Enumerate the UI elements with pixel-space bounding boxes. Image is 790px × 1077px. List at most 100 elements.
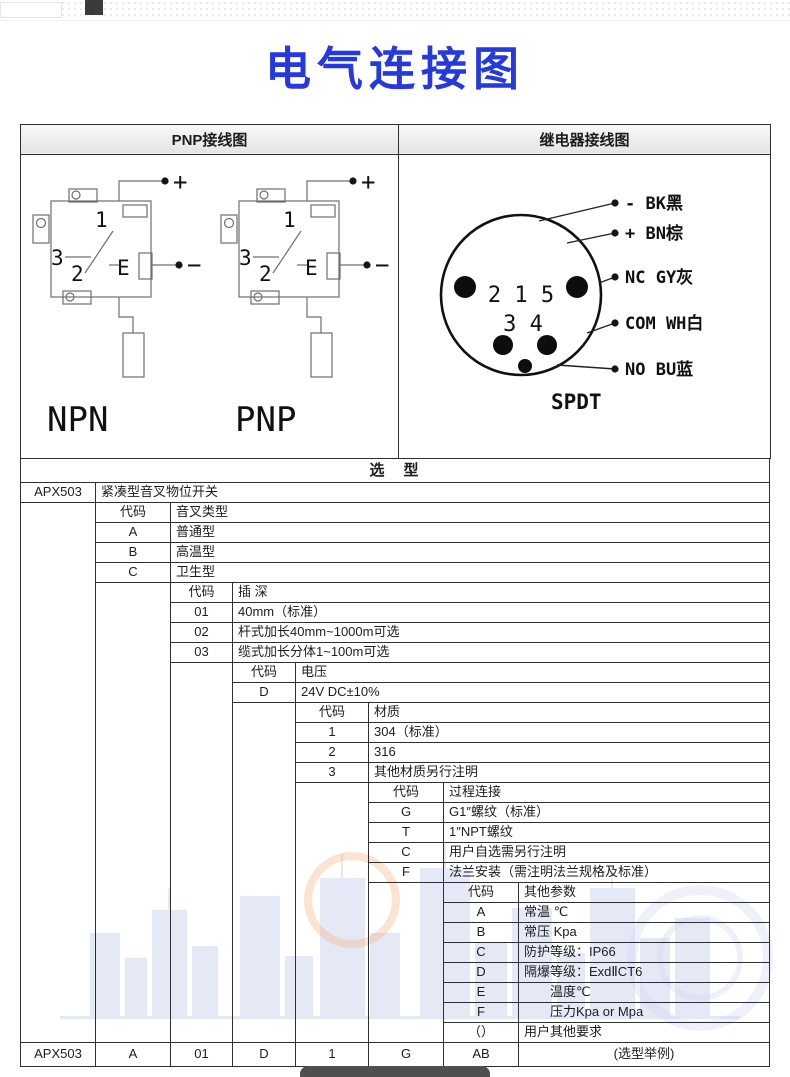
group2-header-row: 代码插 深 xyxy=(21,581,770,1043)
option-code: C xyxy=(95,561,171,583)
example-note: (选型举例) xyxy=(518,1041,770,1067)
wiring-body-row: 3 1 2 E + − NPN xyxy=(20,153,771,459)
terminal-label-bk: - BK黑 xyxy=(625,194,683,214)
option-code: 1 xyxy=(295,721,369,743)
option-row: E 温度℃ xyxy=(21,981,770,1003)
pnp-wiring-header: PNP接线图 xyxy=(20,123,399,155)
option-desc: 常压 Kpa xyxy=(518,921,770,943)
example-depth: 01 xyxy=(170,1041,233,1067)
group4-header-row: 代码材质 xyxy=(21,701,770,1043)
wiring-diagram-table: PNP接线图 继电器接线图 xyxy=(20,123,771,459)
terminal-label-bn: + BN棕 xyxy=(625,223,683,244)
option-desc: 1″NPT螺纹 xyxy=(443,821,770,843)
code-header: 代码 xyxy=(368,781,444,803)
connector-face xyxy=(439,213,603,377)
selection-title: 选 型 xyxy=(20,457,770,483)
npn-label: NPN xyxy=(47,400,108,440)
example-material: 1 xyxy=(295,1041,369,1067)
example-other: AB xyxy=(443,1041,519,1067)
option-desc: 其他材质另行注明 xyxy=(368,761,770,783)
option-code: A xyxy=(95,521,171,543)
group-label-other-parameters: 其他参数 xyxy=(518,881,770,903)
strip-dark-square xyxy=(85,0,103,15)
selection-title-row: 选 型 xyxy=(20,457,770,483)
top-decorative-strip xyxy=(0,0,790,21)
npn-pin-2: 2 xyxy=(71,262,84,286)
group1-header-row: 代码 音叉类型 xyxy=(20,501,770,1043)
group-label-fork-type: 音叉类型 xyxy=(170,501,770,523)
pnp-pin-e: E xyxy=(305,256,318,280)
pnp-label: PNP xyxy=(235,400,296,440)
spacer-cell xyxy=(20,501,96,1043)
option-desc: 40mm（标准） xyxy=(232,601,770,623)
npn-pin-3: 3 xyxy=(51,246,64,270)
connector-pin xyxy=(518,358,532,373)
option-code: 01 xyxy=(170,601,233,623)
code-header: 代码 xyxy=(443,881,519,903)
option-desc: 24V DC±10% xyxy=(295,681,770,703)
connector-pin xyxy=(566,275,588,298)
page-title: 电气连接图 xyxy=(265,43,525,95)
option-code: 3 xyxy=(295,761,369,783)
pin-numbers-row1: 2 1 5 xyxy=(488,283,554,308)
option-code: 03 xyxy=(170,641,233,663)
terminal-leads xyxy=(538,199,619,373)
pnp-plus-sign: + xyxy=(361,168,375,196)
relay-connector-schematic: 2 1 5 3 4 xyxy=(439,194,703,414)
pnp-pin-3: 3 xyxy=(239,246,252,270)
option-code: T xyxy=(368,821,444,843)
option-desc: 普通型 xyxy=(170,521,770,543)
option-code: C xyxy=(368,841,444,863)
group-label-insertion-depth: 插 深 xyxy=(232,581,770,603)
connector-pin xyxy=(493,334,513,355)
option-desc: 杆式加长40mm~1000m可选 xyxy=(232,621,770,643)
relay-wiring-header: 继电器接线图 xyxy=(398,123,771,155)
option-desc: 高温型 xyxy=(170,541,770,563)
option-row: （）用户其他要求 xyxy=(21,1021,770,1043)
option-desc: 防护等级：IP66 xyxy=(518,941,770,963)
code-header: 代码 xyxy=(295,701,369,723)
spacer-cell xyxy=(95,581,171,1043)
npn-pin-1: 1 xyxy=(95,208,108,232)
option-code: B xyxy=(443,921,519,943)
example-model: APX503 xyxy=(20,1041,96,1067)
pnp-pin-1: 1 xyxy=(283,208,296,232)
option-code: D xyxy=(443,961,519,983)
code-header: 代码 xyxy=(170,581,233,603)
connector-pin xyxy=(537,334,557,355)
strip-left-box xyxy=(0,2,62,18)
pnp-pin-2: 2 xyxy=(259,262,272,286)
option-desc: G1″螺纹（标准） xyxy=(443,801,770,823)
next-section-tab xyxy=(300,1066,490,1077)
group-label-process-connection: 过程连接 xyxy=(443,781,770,803)
terminal-label-wh: COM WH白 xyxy=(625,313,703,334)
wiring-header-row: PNP接线图 继电器接线图 xyxy=(20,123,771,155)
option-desc: 隔爆等级：ExdⅡCT6 xyxy=(518,961,770,983)
option-desc: 法兰安装（需注明法兰规格及标准） xyxy=(443,861,770,883)
option-desc: 用户自选需另行注明 xyxy=(443,841,770,863)
option-desc: 卫生型 xyxy=(170,561,770,583)
pnp-minus-sign: − xyxy=(375,251,389,279)
option-code: C xyxy=(443,941,519,963)
option-desc: 缆式加长分体1~100m可选 xyxy=(232,641,770,663)
pnp-diagram-cell: 3 1 2 E + − NPN xyxy=(20,153,399,459)
model-name-cell: 紧凑型音叉物位开关 xyxy=(95,481,770,503)
example-fork-type: A xyxy=(95,1041,171,1067)
spdt-label: SPDT xyxy=(551,390,602,414)
npn-pin-e: E xyxy=(117,256,130,280)
pnp-circuit: 3 1 2 E + − PNP xyxy=(220,168,389,440)
group5-header-row: 代码过程连接 xyxy=(21,781,770,1043)
spacer-cell xyxy=(170,661,233,1043)
option-code: D xyxy=(232,681,296,703)
